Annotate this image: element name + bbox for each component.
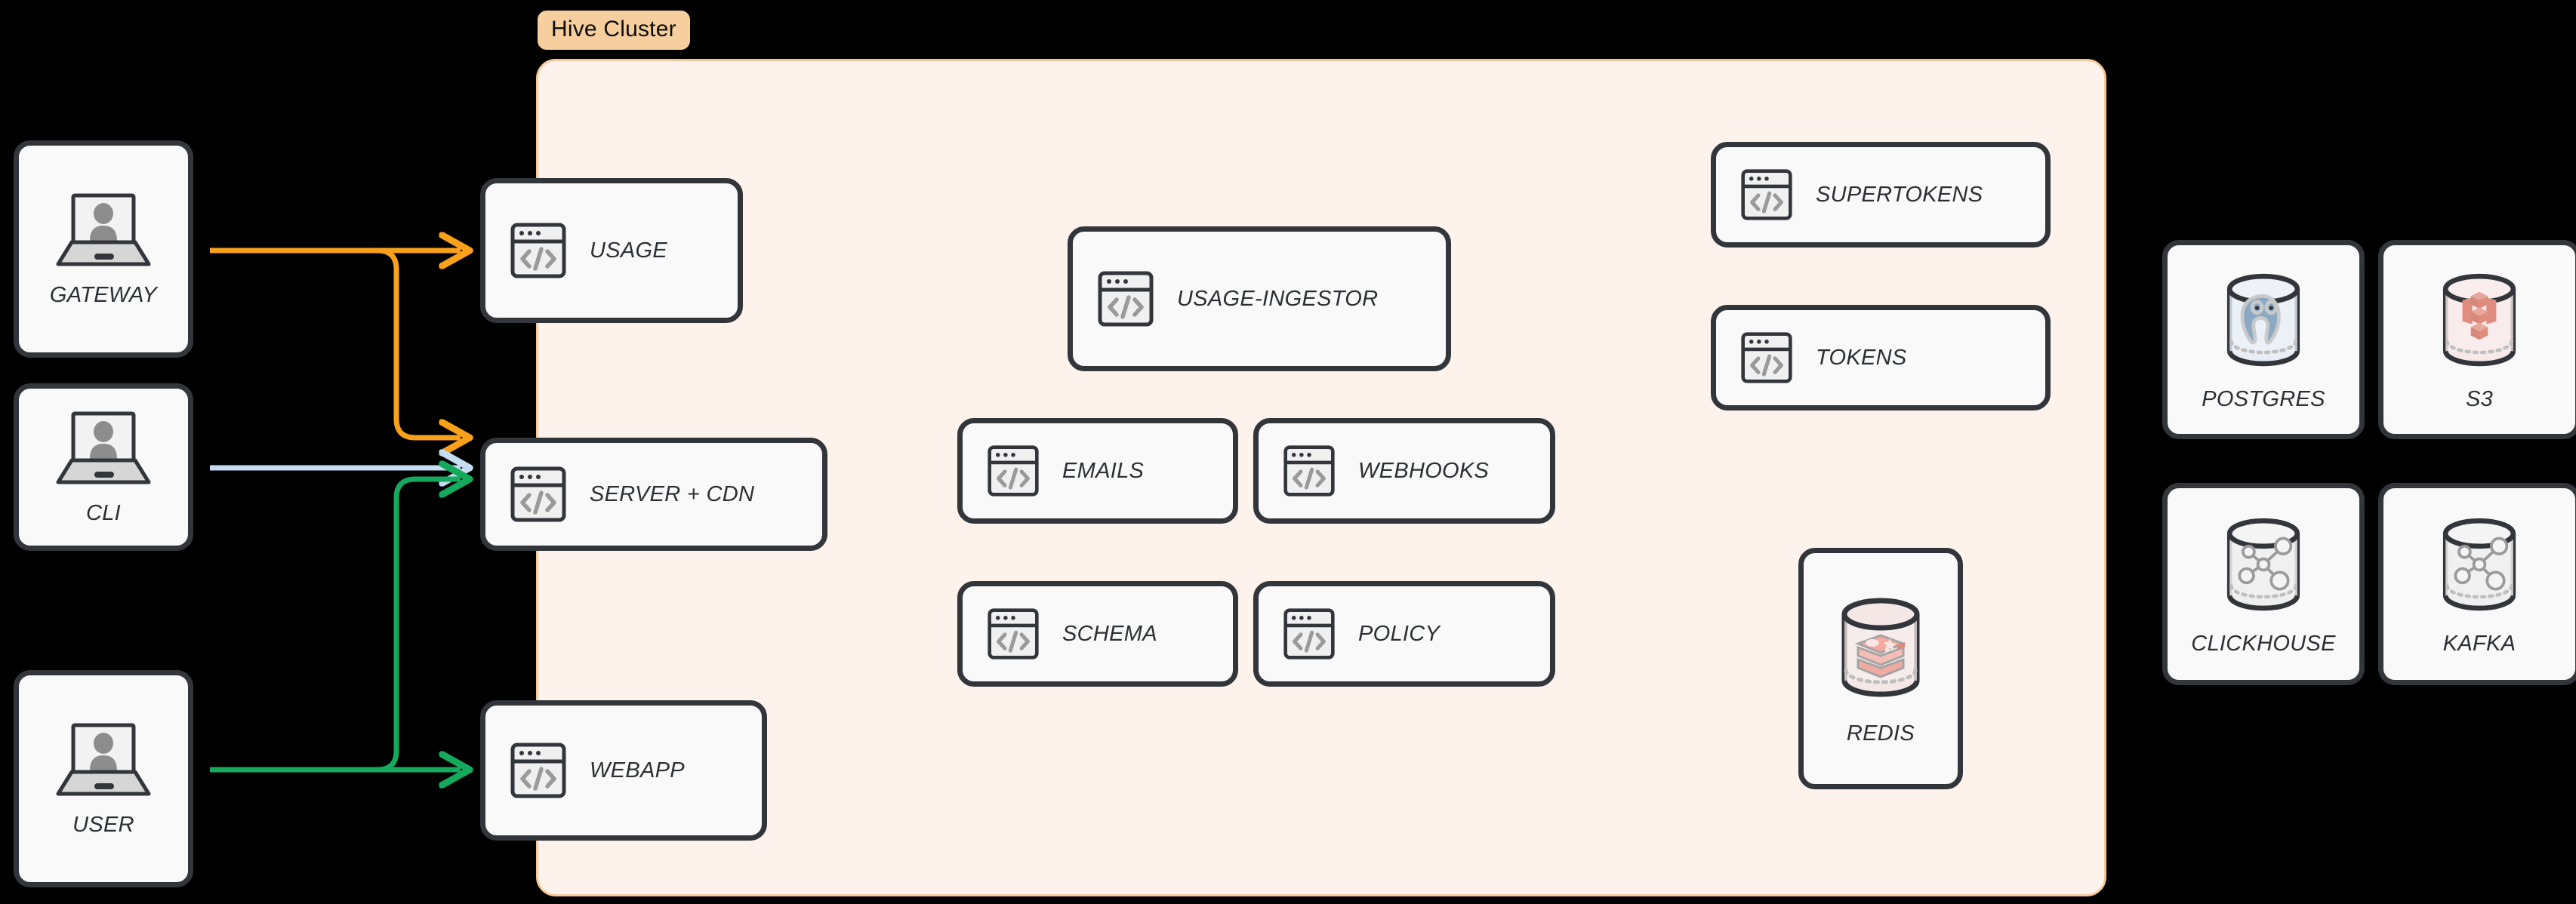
service-node-webapp[interactable]: WEBAPP [480,700,767,841]
service-label: SCHEMA [1062,621,1157,646]
store-node-s3[interactable]: S3 [2378,240,2576,439]
code-window-icon [1283,442,1336,500]
client-label: GATEWAY [49,282,158,307]
service-node-server-cdn[interactable]: SERVER + CDN [480,438,827,551]
edge-gateway-to-server-cdn [210,248,461,438]
service-label: POLICY [1358,621,1441,646]
service-node-emails[interactable]: EMAILS [957,418,1238,524]
network-cylinder-icon [2429,512,2530,618]
service-node-usage-ingestor[interactable]: USAGE-INGESTOR [1068,226,1451,371]
code-window-icon [1740,329,1793,386]
store-node-postgres[interactable]: POSTGRES [2162,240,2365,439]
client-node-user[interactable]: USER [14,670,193,887]
edge-user-to-server-cdn [210,479,461,773]
store-node-kafka[interactable]: KAFKA [2378,483,2576,685]
store-label: POSTGRES [2202,386,2325,411]
client-label: USER [72,812,134,837]
laptop-user-icon [54,409,153,487]
service-node-policy[interactable]: POLICY [1253,581,1555,687]
service-label: WEBHOOKS [1358,458,1490,483]
store-node-redis[interactable]: REDIS [1798,548,1963,789]
network-cylinder-icon [2213,512,2314,618]
code-window-icon [987,605,1040,663]
hive-cluster-badge: Hive Cluster [538,11,690,50]
client-node-gateway[interactable]: GATEWAY [14,140,193,358]
service-node-supertokens[interactable]: SUPERTOKENS [1711,142,2051,248]
service-label: USAGE-INGESTOR [1177,286,1379,311]
client-node-cli[interactable]: CLI [14,383,193,551]
service-label: TOKENS [1816,345,1907,370]
client-label: CLI [85,500,122,525]
code-window-icon [987,442,1040,500]
code-window-icon [510,464,567,524]
s3-cylinder-icon [2429,268,2530,374]
redis-cylinder-icon [1831,592,1930,705]
code-window-icon [1097,269,1154,329]
store-label: S3 [2465,386,2494,411]
store-label: KAFKA [2442,631,2516,656]
laptop-user-icon [54,191,153,269]
service-label: SUPERTOKENS [1816,182,1983,207]
code-window-icon [510,740,567,801]
laptop-user-icon [54,721,153,799]
service-node-schema[interactable]: SCHEMA [957,581,1238,687]
code-window-icon [510,220,567,281]
code-window-icon [1283,605,1336,663]
postgres-cylinder-icon [2213,268,2314,374]
code-window-icon [1740,166,1793,223]
store-node-clickhouse[interactable]: CLICKHOUSE [2162,483,2365,685]
service-node-tokens[interactable]: TOKENS [1711,305,2051,410]
service-node-usage[interactable]: USAGE [480,178,743,323]
store-label: CLICKHOUSE [2191,631,2336,656]
service-label: WEBAPP [590,758,685,783]
service-node-webhooks[interactable]: WEBHOOKS [1253,418,1555,524]
service-label: EMAILS [1062,458,1145,483]
service-label: SERVER + CDN [590,481,755,506]
service-label: USAGE [590,238,668,263]
store-label: REDIS [1846,721,1915,746]
